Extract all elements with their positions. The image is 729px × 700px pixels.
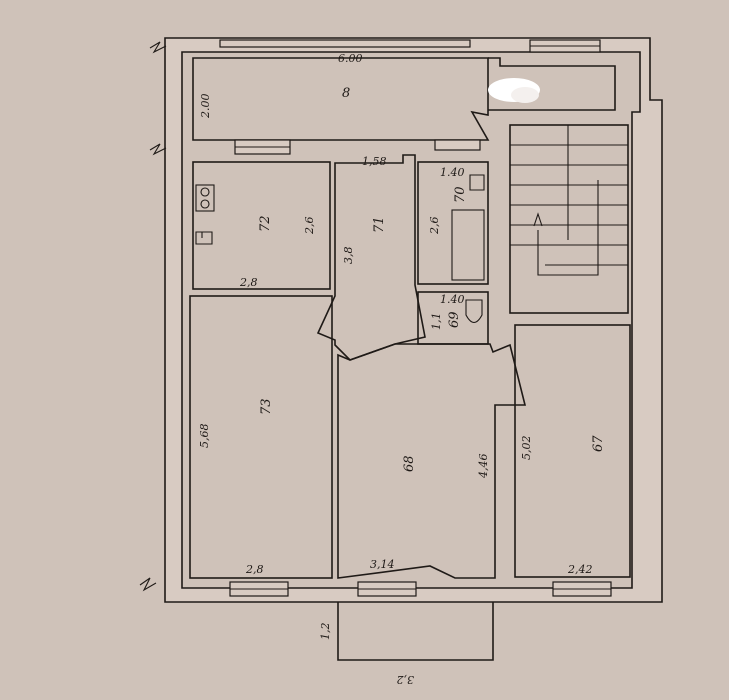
room-69-label: 69 [447, 311, 462, 328]
dim-r67-height: 5,02 [520, 436, 533, 461]
dim-r67-width: 2,42 [567, 563, 593, 576]
dim-balcony-depth: 1,2 [319, 623, 332, 641]
dim-r73-height: 5,68 [198, 424, 211, 449]
toilet-icon [465, 299, 483, 324]
dim-top-height: 2.00 [199, 94, 212, 120]
room-70-label: 70 [453, 186, 468, 203]
room-67-outline [514, 324, 631, 578]
outer-wall [164, 37, 663, 603]
dim-r70-height: 2,6 [428, 217, 441, 236]
dim-r73-width: 2,8 [245, 563, 264, 576]
room-68-outline [337, 343, 527, 579]
stairwell [509, 124, 629, 314]
redaction-mark [488, 78, 540, 103]
entrance-wall [488, 57, 616, 111]
room-73-outline [189, 295, 333, 579]
room-68-label: 68 [402, 455, 417, 472]
windows-bottom [229, 581, 612, 597]
dim-r68-width: 3,14 [370, 558, 395, 571]
dim-r68-height: 4,46 [477, 454, 490, 480]
balcony-outline [337, 602, 494, 661]
windows-top [219, 39, 601, 155]
room-8-outline [192, 57, 490, 141]
dim-r72-width: 2,8 [239, 276, 258, 289]
washbasin-icon [469, 174, 485, 191]
dim-r69-width: 1.40 [440, 293, 465, 306]
room-71-label: 71 [372, 216, 387, 233]
dim-r71-height: 3,8 [342, 247, 355, 265]
dim-top-width: 6.00 [338, 52, 363, 65]
bathtub-icon [451, 209, 485, 281]
dim-corridor-width: 1,58 [362, 155, 387, 168]
dim-balcony-width: 3,2 [397, 673, 415, 686]
dim-r72-height: 2,6 [303, 217, 316, 236]
room-67-label: 67 [591, 435, 606, 452]
room-71-outline [316, 154, 426, 361]
sink-icon [195, 231, 213, 245]
room-73-label: 73 [259, 398, 274, 415]
room-72-label: 72 [258, 215, 273, 232]
stove-icon [195, 184, 215, 212]
room-72-outline [192, 161, 331, 290]
wall-break-marks [139, 41, 167, 592]
room-70-outline [417, 161, 489, 285]
dim-r70-width: 1.40 [440, 166, 465, 179]
dim-r69-height: 1,1 [430, 313, 443, 331]
room-8-label: 8 [342, 86, 350, 101]
